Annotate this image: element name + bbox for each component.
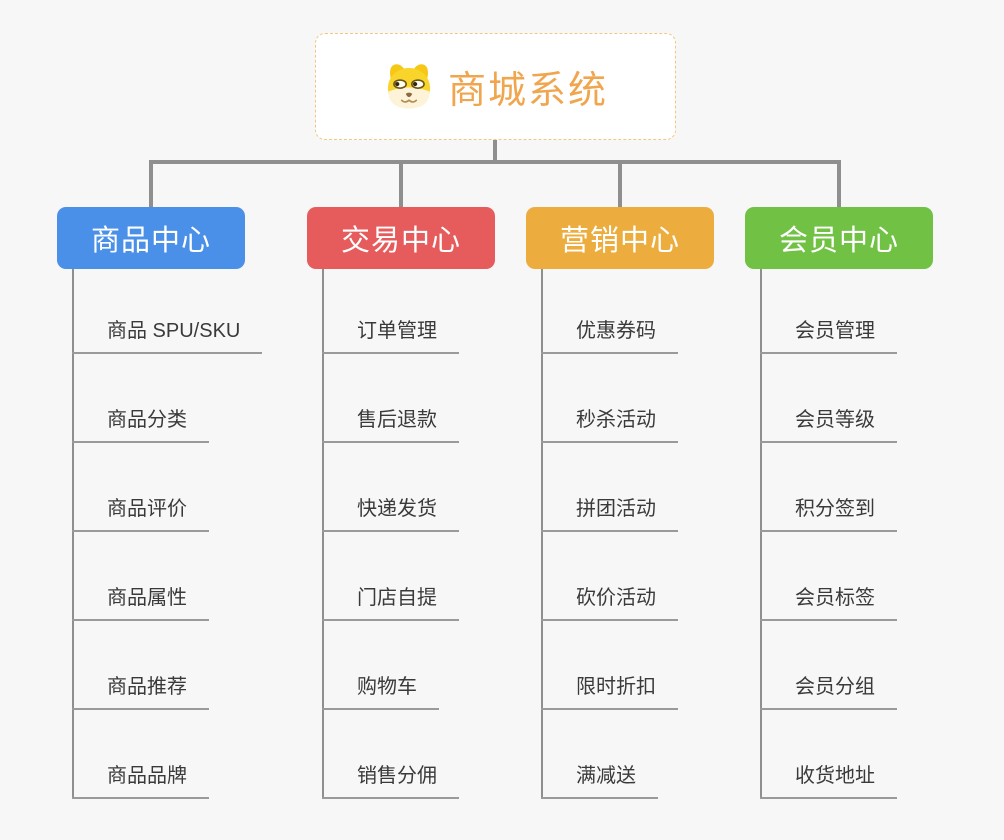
child-node[interactable]: 会员分组 <box>760 672 897 710</box>
child-node[interactable]: 售后退款 <box>322 405 459 443</box>
branch-node-marketing[interactable]: 营销中心 <box>526 207 714 269</box>
branch-children-list: 会员管理会员等级积分签到会员标签会员分组收货地址 <box>760 269 897 799</box>
branch-stub-line <box>837 160 841 207</box>
branch-stub-line <box>149 160 153 207</box>
branch-bus-line <box>149 160 841 164</box>
branch-stub-line <box>399 160 403 207</box>
branch-children-list: 优惠券码秒杀活动拼团活动砍价活动限时折扣满减送 <box>541 269 678 799</box>
branch-product-center: 商品中心 商品 SPU/SKU 商品分类商品评价商品属性商品推荐商品品牌 <box>57 207 263 799</box>
child-node[interactable]: 商品分类 <box>72 405 209 443</box>
child-node[interactable]: 拼团活动 <box>541 494 678 532</box>
child-node[interactable]: 订单管理 <box>322 316 459 354</box>
branch-node-trade[interactable]: 交易中心 <box>307 207 495 269</box>
child-node[interactable]: 收货地址 <box>760 761 897 799</box>
branch-trunk-line <box>541 269 543 799</box>
child-node[interactable]: 商品品牌 <box>72 761 209 799</box>
child-node[interactable]: 商品推荐 <box>72 672 209 710</box>
branch-trunk-line <box>322 269 324 799</box>
child-node[interactable]: 限时折扣 <box>541 672 678 710</box>
branch-marketing-center: 营销中心 优惠券码秒杀活动拼团活动砍价活动限时折扣满减送 <box>526 207 714 799</box>
child-node[interactable]: 商品 SPU/SKU <box>72 316 263 354</box>
branch-trunk-line <box>72 269 74 799</box>
root-title: 商城系统 <box>447 70 608 112</box>
child-node[interactable]: 会员标签 <box>760 583 897 621</box>
root-connector-stub <box>493 140 497 162</box>
branch-member-center: 会员中心 会员管理会员等级积分签到会员标签会员分组收货地址 <box>745 207 933 799</box>
branch-trade-center: 交易中心 订单管理售后退款快递发货门店自提购物车销售分佣 <box>307 207 495 799</box>
dog-face-icon <box>387 64 431 109</box>
root-node[interactable]: 商城系统 <box>315 33 676 140</box>
branch-children-list: 订单管理售后退款快递发货门店自提购物车销售分佣 <box>322 269 459 799</box>
child-node[interactable]: 砍价活动 <box>541 583 678 621</box>
branch-node-product[interactable]: 商品中心 <box>57 207 245 269</box>
child-node[interactable]: 商品属性 <box>72 583 209 621</box>
branch-trunk-line <box>760 269 762 799</box>
child-node[interactable]: 销售分佣 <box>322 761 459 799</box>
child-node[interactable]: 快递发货 <box>322 494 459 532</box>
branch-stub-line <box>618 160 622 207</box>
child-node[interactable]: 门店自提 <box>322 583 459 621</box>
child-node[interactable]: 会员管理 <box>760 316 897 354</box>
child-node[interactable]: 满减送 <box>541 761 658 799</box>
branch-children-list: 商品 SPU/SKU 商品分类商品评价商品属性商品推荐商品品牌 <box>72 269 263 799</box>
child-node[interactable]: 积分签到 <box>760 494 897 532</box>
branch-node-member[interactable]: 会员中心 <box>745 207 933 269</box>
child-node[interactable]: 商品评价 <box>72 494 209 532</box>
child-node[interactable]: 秒杀活动 <box>541 405 678 443</box>
child-node[interactable]: 优惠券码 <box>541 316 678 354</box>
child-node[interactable]: 购物车 <box>322 672 439 710</box>
child-node[interactable]: 会员等级 <box>760 405 897 443</box>
